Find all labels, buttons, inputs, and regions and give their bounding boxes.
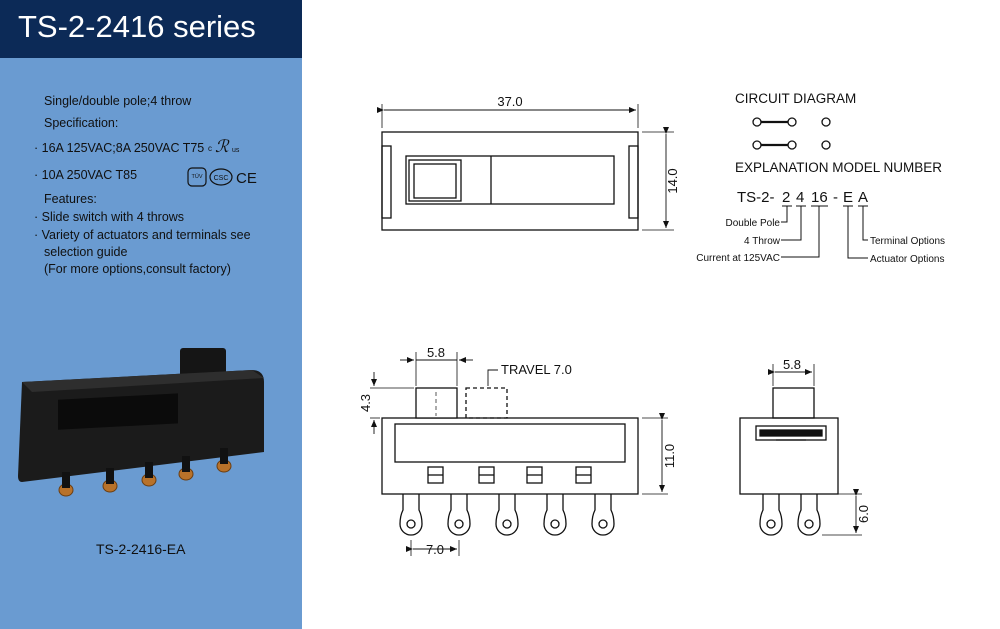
product-caption: TS-2-2416-EA	[96, 541, 186, 557]
features-heading: Features:	[44, 192, 97, 206]
circuit-symbol	[752, 117, 831, 150]
front-view-terminals	[399, 494, 615, 536]
model-leader-lines	[781, 205, 868, 259]
model-code-throw: 4	[796, 189, 804, 206]
label-current: Current at 125VAC	[696, 253, 780, 264]
tuv-mark-icon: TÜV	[187, 167, 207, 187]
label-terminal-options: Terminal Options	[870, 236, 945, 247]
front-body-height-dim: 11.0	[662, 444, 677, 468]
circuit-title: CIRCUIT DIAGRAM	[735, 91, 856, 106]
series-title: TS-2-2416 series	[18, 9, 256, 44]
csc-mark-icon: CSC	[209, 168, 233, 186]
model-code-actuator: A	[858, 189, 868, 206]
photo-housing	[18, 370, 264, 482]
top-view-drawing	[377, 104, 674, 231]
rating-1: · 16A 125VAC;8A 250VAC T75	[34, 141, 205, 155]
top-view-knob	[408, 159, 462, 202]
label-actuator-options: Actuator Options	[870, 254, 944, 265]
title-bar: TS-2-2416 series	[0, 0, 302, 58]
side-terminal-height-dim: 6.0	[856, 505, 871, 523]
travel-dim: TRAVEL 7.0	[501, 362, 572, 377]
ce-mark-icon: CE	[236, 170, 257, 187]
terminal-pitch-dim: 7.0	[426, 542, 444, 557]
side-view-actuator	[772, 387, 815, 419]
feature-1: · Slide switch with 4 throws	[34, 210, 185, 224]
model-code-current: 16	[811, 189, 828, 206]
top-width-dim: 37.0	[497, 94, 522, 109]
front-view-actuator-travel	[465, 387, 508, 419]
model-code-pole: 2	[782, 189, 790, 206]
front-view-body	[381, 417, 639, 495]
cert-marks: TÜV CSC CE	[187, 167, 257, 187]
top-view-slot	[405, 155, 615, 205]
model-code-dash: -	[833, 189, 838, 206]
model-code-terminal: E	[843, 189, 853, 206]
model-prefix: TS-2-	[737, 189, 775, 206]
side-view-drawing	[739, 364, 862, 536]
top-view-body	[381, 131, 639, 231]
pole-throw-text: Single/double pole;4 throw	[44, 94, 192, 108]
ul-mark-icon: c ℛ us	[208, 137, 240, 156]
front-view-actuator	[415, 387, 458, 419]
front-view-window	[394, 423, 626, 463]
ul-prefix: c	[208, 144, 212, 153]
ul-symbol: ℛ	[215, 137, 230, 156]
front-actuator-width-dim: 5.8	[427, 345, 445, 360]
model-title: EXPLANATION MODEL NUMBER	[735, 160, 942, 175]
front-view-drawing	[370, 352, 668, 556]
label-double-pole: Double Pole	[726, 218, 781, 229]
label-4-throw: 4 Throw	[744, 236, 781, 247]
side-actuator-width-dim: 5.8	[783, 357, 801, 372]
side-view-terminals	[759, 494, 821, 536]
front-actuator-height-dim: 4.3	[358, 394, 373, 412]
top-height-dim: 14.0	[665, 168, 680, 193]
rating-2: · 10A 250VAC T85	[34, 168, 138, 182]
product-photo	[18, 348, 264, 497]
tuv-label: TÜV	[192, 173, 203, 180]
feature-2b: selection guide	[44, 245, 128, 259]
csc-label: CSC	[214, 175, 229, 182]
feature-3: (For more options,consult factory)	[44, 262, 231, 276]
ul-suffix: us	[232, 147, 240, 154]
feature-2a: · Variety of actuators and terminals see	[34, 228, 251, 242]
left-info-panel	[0, 0, 302, 629]
front-view-contacts	[427, 466, 592, 484]
spec-heading: Specification:	[44, 116, 119, 130]
